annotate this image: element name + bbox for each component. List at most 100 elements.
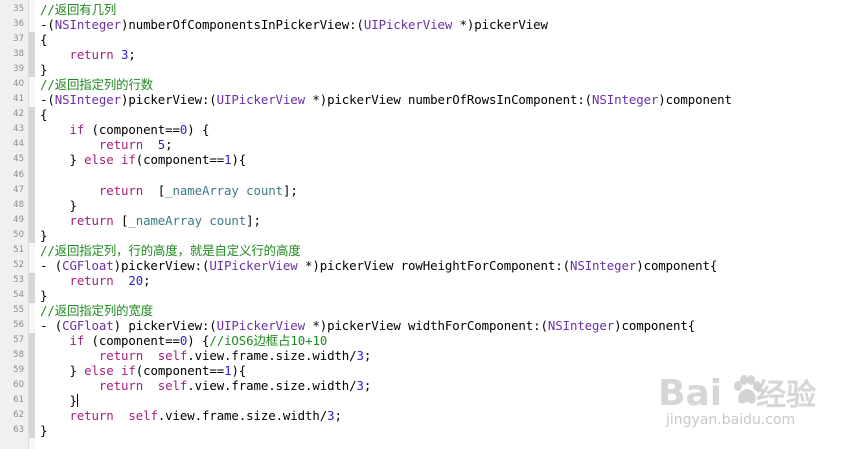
code-text[interactable]: return 5;	[40, 137, 173, 152]
code-line[interactable]: 38 return 3;	[0, 47, 860, 62]
code-text[interactable]: }	[40, 228, 47, 243]
fold-range-marker[interactable]	[29, 333, 35, 439]
code-token: 0	[179, 333, 188, 349]
code-token: if	[121, 152, 136, 168]
code-token: count	[209, 212, 247, 228]
code-line[interactable]: 59 } else if(component==1){	[0, 363, 860, 378]
code-line[interactable]: 50}	[0, 228, 860, 243]
code-line[interactable]: 63}	[0, 423, 860, 438]
code-text[interactable]: return 3;	[40, 47, 135, 62]
code-line[interactable]: 54}	[0, 288, 860, 303]
code-line[interactable]: 45 } else if(component==1){	[0, 152, 860, 167]
code-token: - (	[40, 257, 63, 273]
code-text[interactable]: }	[40, 62, 47, 77]
code-text[interactable]: - (CGFloat)pickerView:(UIPickerView *)pi…	[40, 258, 717, 273]
code-text[interactable]: -(NSInteger)numberOfComponentsInPickerVi…	[40, 17, 548, 32]
code-line[interactable]: 49 return [_nameArray count];	[0, 213, 860, 228]
code-text[interactable]: //返回指定列的行数	[40, 77, 153, 92]
code-token: [	[113, 212, 129, 228]
code-line[interactable]: 58 return self.view.frame.size.width/3;	[0, 348, 860, 363]
code-text[interactable]: }	[40, 288, 47, 303]
code-text[interactable]: return [_nameArray count];	[40, 183, 298, 198]
code-line[interactable]: 47 return [_nameArray count];	[0, 183, 860, 198]
fold-range-marker[interactable]	[29, 32, 35, 78]
code-line[interactable]: 57 if (component==0) {//iOS6边框占10+10	[0, 333, 860, 348]
code-line[interactable]: 52- (CGFloat)pickerView:(UIPickerView *)…	[0, 258, 860, 273]
code-line[interactable]: 46	[0, 168, 860, 183]
code-text[interactable]: {	[40, 107, 47, 122]
code-token: CGFloat	[62, 257, 114, 273]
code-line[interactable]: 55//返回指定列的宽度	[0, 303, 860, 318]
code-text[interactable]: if (component==0) {//iOS6边框占10+10	[40, 333, 327, 348]
code-text[interactable]: return self.view.frame.size.width/3;	[40, 378, 371, 393]
fold-range-marker[interactable]	[29, 107, 35, 243]
line-number: 62	[13, 410, 24, 421]
code-text[interactable]: //返回指定列，行的高度，就是自定义行的高度	[40, 243, 301, 258]
line-number: 42	[13, 109, 24, 120]
line-number: 41	[13, 94, 24, 105]
code-line[interactable]: 41 -(NSInteger)pickerView:(UIPickerView *…	[0, 92, 860, 107]
code-line[interactable]: 62 return self.view.frame.size.width/3;	[0, 408, 860, 423]
code-token: )component{	[636, 257, 718, 273]
line-number: 43	[13, 124, 24, 135]
code-line[interactable]: 35//返回有几列	[0, 2, 860, 17]
code-text[interactable]: return self.view.frame.size.width/3;	[40, 348, 371, 363]
code-line[interactable]: 44 return 5;	[0, 137, 860, 152]
code-token: }	[40, 62, 48, 78]
code-text[interactable]: //返回有几列	[40, 2, 116, 17]
code-token	[114, 152, 121, 167]
watermark-logo-text: Bai	[658, 373, 723, 414]
code-line[interactable]: 61 }	[0, 393, 860, 408]
code-token: else	[84, 363, 114, 379]
code-token	[40, 348, 99, 363]
code-line[interactable]: 43 if (component==0) {	[0, 122, 860, 137]
code-line[interactable]: 51//返回指定列，行的高度，就是自定义行的高度	[0, 243, 860, 258]
line-number: 59	[13, 365, 24, 376]
code-token	[114, 273, 129, 288]
code-text[interactable]: }	[40, 393, 78, 408]
code-token: return	[69, 272, 114, 288]
code-line[interactable]: 42 {	[0, 107, 860, 122]
code-token: self	[157, 378, 188, 394]
code-text[interactable]: {	[40, 32, 47, 47]
line-number: 40	[13, 79, 24, 90]
code-token: )numberOfComponentsInPickerView:(	[120, 17, 364, 33]
code-token: ;	[363, 378, 372, 394]
code-line[interactable]: 36-(NSInteger)numberOfComponentsInPicker…	[0, 17, 860, 32]
code-token	[40, 408, 69, 423]
code-line[interactable]: 39}	[0, 62, 860, 77]
code-token: 3	[327, 408, 335, 424]
code-token: if	[69, 333, 85, 349]
code-text[interactable]: }	[40, 423, 47, 438]
code-token: NSInteger	[54, 92, 121, 108]
code-token: return	[98, 378, 144, 394]
code-text[interactable]: - (CGFloat) pickerView:(UIPickerView *)p…	[40, 318, 695, 333]
code-text[interactable]: -(NSInteger)pickerView:(UIPickerView *)p…	[40, 92, 732, 107]
line-number: 58	[13, 350, 24, 361]
code-line[interactable]: 56- (CGFloat) pickerView:(UIPickerView *…	[0, 318, 860, 333]
code-text[interactable]: } else if(component==1){	[40, 363, 246, 378]
code-token: return	[98, 182, 144, 198]
code-text[interactable]: return self.view.frame.size.width/3;	[40, 408, 341, 424]
code-line[interactable]: 53 return 20;	[0, 273, 860, 288]
code-line[interactable]: 60 return self.view.frame.size.width/3;	[0, 378, 860, 393]
code-text[interactable]: //返回指定列的宽度	[40, 303, 153, 318]
line-number: 46	[13, 169, 24, 180]
code-line[interactable]: 48 }	[0, 198, 860, 213]
code-text[interactable]: } else if(component==1){	[40, 152, 246, 167]
fold-range-marker[interactable]	[29, 272, 35, 303]
line-number: 61	[13, 395, 24, 406]
code-line[interactable]: 40 //返回指定列的行数	[0, 77, 860, 92]
code-token: (component==	[84, 333, 180, 349]
code-token: //iOS6边框占10+10	[209, 333, 328, 349]
code-token	[40, 137, 99, 152]
code-text[interactable]: }	[40, 198, 76, 213]
code-text[interactable]: if (component==0) {	[40, 122, 209, 137]
code-line[interactable]: 37{	[0, 32, 860, 47]
code-token: UIPickerView	[363, 17, 453, 33]
code-text[interactable]: return [_nameArray count];	[40, 213, 261, 228]
code-text[interactable]: return 20;	[40, 273, 150, 288]
code-token: ) {	[187, 333, 210, 349]
